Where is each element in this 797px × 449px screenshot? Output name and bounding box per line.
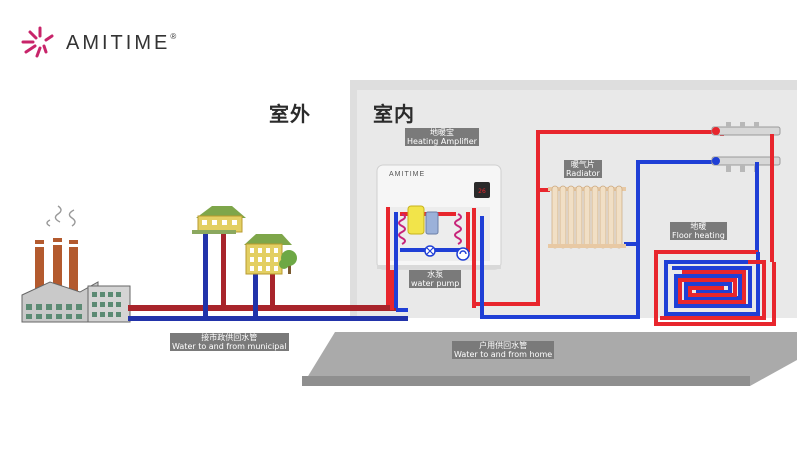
brand-wordmark: AMITIME® <box>66 32 177 54</box>
home-pipe-label: 户用供回水管 Water to and from home <box>452 341 555 359</box>
controller-display-icon: 26 <box>474 182 490 198</box>
floor-slab <box>302 332 797 386</box>
factory-icon <box>21 205 131 323</box>
heat-exchanger-icon <box>398 205 462 245</box>
svg-text:26: 26 <box>478 188 486 195</box>
heating-amplifier-label: 地暖宝 Heating Amplifier <box>405 128 479 146</box>
radiator-label: 暖气片 Radiator <box>564 160 602 178</box>
zone-indoor-label: 室内 <box>373 102 415 126</box>
house-icon <box>192 206 246 234</box>
amitime-logo-icon <box>21 26 54 58</box>
unit-brand-label: AMITIME <box>389 171 426 178</box>
municipal-pipe-label: 接市政供回水管 Water to and from municipal <box>170 333 289 351</box>
floor-heating-coil-icon <box>654 250 776 326</box>
tree-icon <box>279 250 297 274</box>
radiator-icon <box>548 185 626 249</box>
zone-outdoor-label: 室外 <box>269 102 311 126</box>
municipal-pipes <box>128 232 408 321</box>
apartment-icon <box>244 234 292 275</box>
water-pump-icon <box>456 247 470 261</box>
water-pump-label: 水泵 water pump <box>409 270 462 288</box>
floor-heating-label: 地暖 Floor heating <box>670 222 727 240</box>
heating-amplifier-unit: 26 <box>376 164 502 308</box>
